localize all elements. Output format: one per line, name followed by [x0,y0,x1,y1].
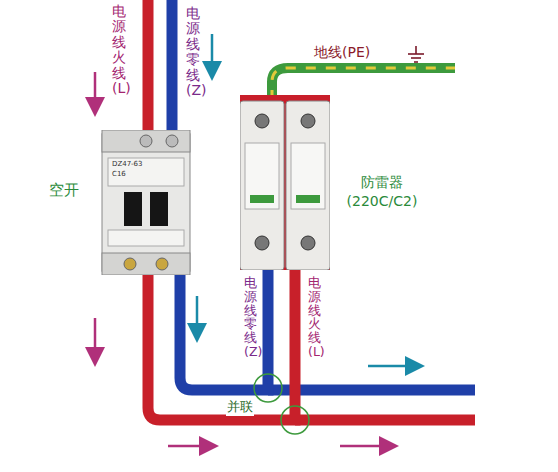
wire-label: 电源线火线(L) [308,276,321,359]
live-wire [148,270,295,420]
device-label: 防雷器 (220C/C2) [340,173,424,211]
live-wire-out [295,415,475,426]
neutral-wire [180,270,268,390]
flow-arrow [196,296,199,338]
wire-label: 地线(PE) [314,44,370,62]
rating-text: C16 [112,170,126,178]
device-label: 空开 [44,180,84,200]
wire-label: 电源线火线(L) [112,4,126,96]
model-text: DZ47-63 [112,160,143,168]
junction-circle [254,374,282,402]
parallel-label: 并联 [226,398,254,416]
circuit-breaker: 空开 [100,130,192,275]
flow-arrow [168,445,214,448]
surge-protector-drawing [240,95,330,270]
ground-symbol [408,46,424,62]
flow-arrow [94,72,97,112]
flow-arrow [94,318,97,362]
flow-arrow [211,34,214,76]
circuit-breaker-drawing [100,130,192,275]
flow-arrow [368,365,420,368]
wire-label: 电源线零线(Z) [244,276,257,359]
wire-label: 电源线零线(Z) [186,6,200,98]
flow-arrow [340,445,394,448]
neutral-wire-in [167,0,178,132]
junction-circle [281,406,309,434]
surge-protector: 防雷器 (220C/C2) [240,95,330,270]
live-wire-in [143,0,154,132]
